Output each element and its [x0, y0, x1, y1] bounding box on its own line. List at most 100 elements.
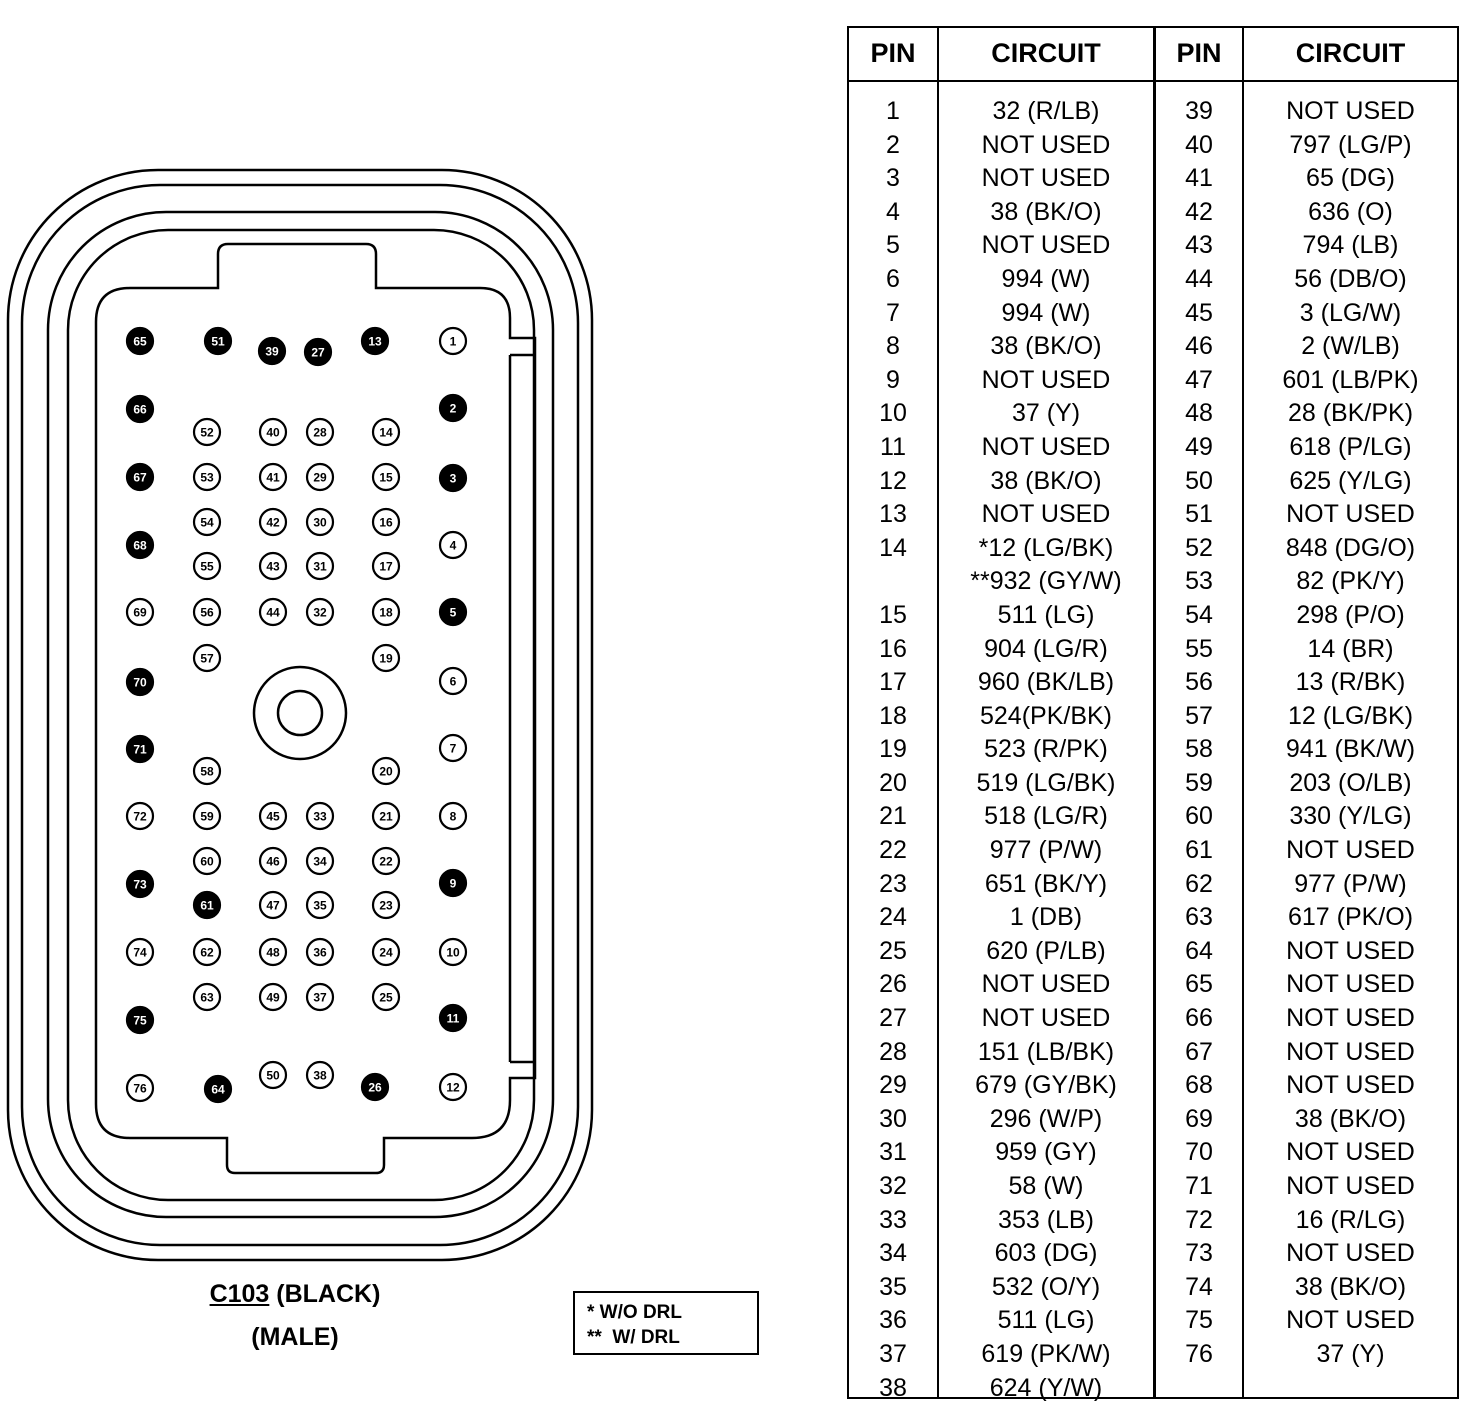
- pin-cavity: [371, 597, 401, 627]
- pin-cell: 46: [1185, 332, 1213, 361]
- pin-37-open: 37: [305, 982, 335, 1012]
- pin-cell: 70: [1185, 1138, 1213, 1167]
- circuit-cell: 28 (BK/PK): [1287, 399, 1414, 428]
- pin-number-label: 58: [200, 765, 214, 779]
- column-divider: [1153, 28, 1156, 1397]
- circuit-cell: 977 (P/W): [1294, 869, 1407, 898]
- circuit-cell: 38 (BK/O): [1294, 1272, 1407, 1301]
- center-guide-outer-ring: [252, 665, 348, 761]
- pin-number-label: 40: [266, 426, 280, 440]
- pin-cell: 51: [1185, 500, 1213, 529]
- pin-cell: 68: [1185, 1071, 1213, 1100]
- pin-69-open: 69: [125, 597, 155, 627]
- pin-cavity: [125, 937, 155, 967]
- pin-cavity: [371, 801, 401, 831]
- pin-number-label: 26: [368, 1081, 382, 1095]
- pin-number-label: 57: [200, 652, 214, 666]
- circuit-cell: 524(PK/BK): [979, 701, 1112, 730]
- pin-1-open: 1: [438, 326, 468, 356]
- pin-cell: 57: [1185, 701, 1213, 730]
- circuit-cell: 959 (GY): [995, 1138, 1097, 1167]
- pin-cell: 19: [879, 735, 907, 764]
- circuit-cell: 12 (LG/BK): [1287, 701, 1414, 730]
- pin-59-open: 59: [192, 801, 222, 831]
- pin-cavity: [192, 462, 222, 492]
- pin-47-open: 47: [258, 890, 288, 920]
- pin-number-label: 34: [313, 855, 327, 869]
- pin-cavity: [371, 982, 401, 1012]
- pin-cavity: [203, 326, 233, 356]
- circuit-cell: 511 (LG): [997, 600, 1095, 629]
- pin-cavity: [360, 1072, 390, 1102]
- pin-68-filled: 68: [125, 530, 155, 560]
- pin-40-open: 40: [258, 417, 288, 447]
- pin-51-filled: 51: [203, 326, 233, 356]
- pin-number-label: 67: [133, 471, 147, 485]
- circuit-cell: 679 (GY/BK): [975, 1071, 1117, 1100]
- pin-number-label: 39: [265, 345, 279, 359]
- pin-cell: 2: [886, 130, 900, 159]
- circuit-cell: NOT USED: [1286, 97, 1415, 125]
- pin-number-label: 17: [379, 560, 393, 574]
- circuit-cell: 603 (DG): [994, 1239, 1098, 1268]
- circuit-cell: 38 (BK/O): [990, 466, 1102, 495]
- pin-71-filled: 71: [125, 734, 155, 764]
- pin-cell: 42: [1185, 197, 1213, 226]
- pin-number-label: 62: [200, 946, 214, 960]
- pin-cavity: [192, 846, 222, 876]
- pin-10-open: 10: [438, 937, 468, 967]
- pin-cavity: [192, 982, 222, 1012]
- pin-21-open: 21: [371, 801, 401, 831]
- circuit-cell: NOT USED: [1286, 1306, 1415, 1335]
- pin-number-label: 38: [313, 1069, 327, 1083]
- circuit-cell: 624 (Y/W): [989, 1373, 1103, 1402]
- pin-31-open: 31: [305, 551, 335, 581]
- circuit-cell: 82 (PK/Y): [1296, 567, 1405, 596]
- header-circuit: CIRCUIT: [1295, 38, 1406, 68]
- pin-number-label: 24: [379, 946, 393, 960]
- pin-number-label: 60: [200, 855, 214, 869]
- pin-cavity: [258, 801, 288, 831]
- pin-cell: 56: [1185, 668, 1213, 697]
- pin-63-open: 63: [192, 982, 222, 1012]
- pin-cavity: [125, 734, 155, 764]
- pin-cell: 10: [879, 399, 907, 428]
- pin-number-label: 6: [450, 675, 457, 689]
- pin-cell: 40: [1185, 130, 1213, 159]
- pin-cell: 29: [879, 1071, 907, 1100]
- pin-cavity: [305, 982, 335, 1012]
- pin-76-open: 76: [125, 1073, 155, 1103]
- header-divider: [849, 80, 1457, 82]
- pin-cavity: [371, 643, 401, 673]
- connector-shell-ring: [20, 183, 580, 1247]
- pin-number-label: 46: [266, 855, 280, 869]
- pin-cavity: [258, 462, 288, 492]
- pin-2-filled: 2: [438, 393, 468, 423]
- pin-cell: 14: [879, 533, 907, 562]
- circuit-cell: 296 (W/P): [989, 1104, 1103, 1133]
- circuit-cell: 511 (LG): [997, 1306, 1095, 1335]
- pin-57-open: 57: [192, 643, 222, 673]
- pin-cell: 38: [879, 1373, 907, 1402]
- pin-number-label: 54: [200, 516, 214, 530]
- pin-number-label: 51: [211, 335, 225, 349]
- pin-cell: 41: [1185, 164, 1213, 193]
- pin-number-label: 31: [313, 560, 327, 574]
- pin-cell: 6: [886, 264, 900, 293]
- pin-number-label: 30: [313, 516, 327, 530]
- circuit-cell: 532 (O/Y): [991, 1272, 1101, 1301]
- pin-cavity: [258, 417, 288, 447]
- drl-legend: * W/O DRL ** W/ DRL: [573, 1291, 759, 1355]
- pin-53-open: 53: [192, 462, 222, 492]
- circuit-cell: NOT USED: [1286, 1239, 1415, 1268]
- pin-number-label: 16: [379, 516, 393, 530]
- pin-number-label: 72: [133, 810, 147, 824]
- connector-insert-outline: [66, 228, 536, 1202]
